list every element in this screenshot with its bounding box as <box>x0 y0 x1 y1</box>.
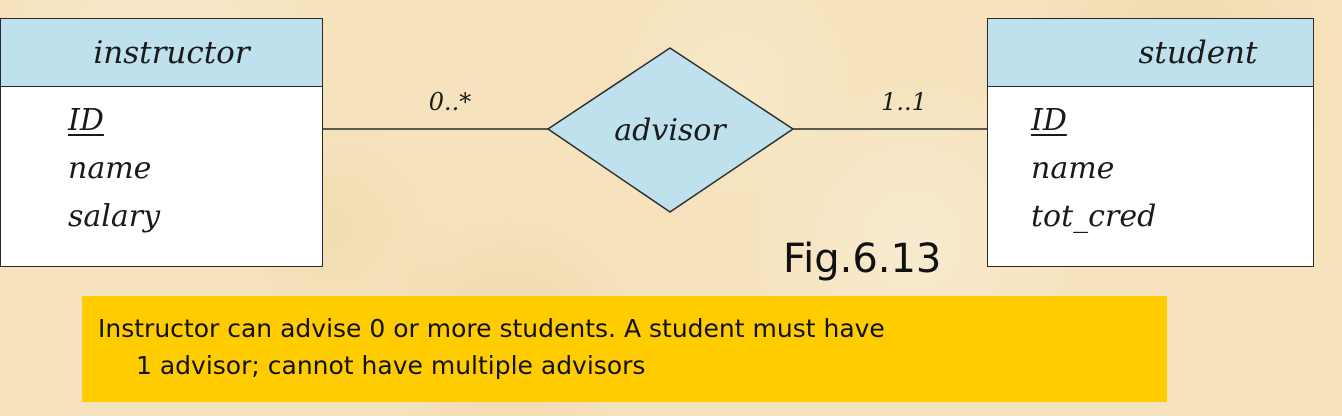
instructor-cardinality: 0..* <box>429 88 472 116</box>
figure-label: Fig.6.13 <box>783 236 942 282</box>
student-entity: student ID name tot_cred <box>987 18 1314 267</box>
instructor-attr-name: name <box>68 151 152 186</box>
student-attributes: ID name tot_cred <box>988 87 1313 241</box>
student-attr-name: name <box>1031 151 1115 186</box>
caption-line-1: Instructor can advise 0 or more students… <box>98 314 885 343</box>
instructor-attributes: ID name salary <box>1 87 322 241</box>
student-entity-title: student <box>988 19 1313 87</box>
student-attr-id: ID <box>1031 103 1067 138</box>
instructor-attr-id: ID <box>68 103 104 138</box>
instructor-entity: instructor ID name salary <box>0 18 323 267</box>
advisor-diamond <box>546 47 795 213</box>
student-cardinality: 1..1 <box>881 88 927 116</box>
instructor-attr-salary: salary <box>68 199 161 234</box>
student-attr-tot-cred: tot_cred <box>1031 199 1157 234</box>
instructor-entity-title: instructor <box>1 19 322 87</box>
caption-box: Instructor can advise 0 or more students… <box>82 296 1167 402</box>
caption-line-2: 1 advisor; cannot have multiple advisors <box>136 351 646 380</box>
relationship-label: advisor <box>614 113 727 148</box>
